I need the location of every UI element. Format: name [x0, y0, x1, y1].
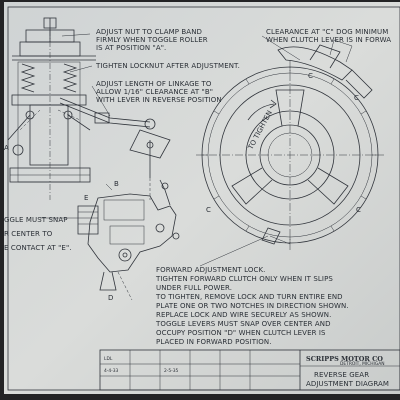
drawing-title-line-1: REVERSE GEAR — [314, 371, 369, 379]
note-tighten-locknut: TIGHTEN LOCKNUT AFTER ADJUSTMENT. — [95, 62, 240, 70]
title-block: LDL 4-4-33 2-5-35 SCRIPPS MOTOR CO DETRO… — [99, 349, 400, 391]
label-d: D — [108, 294, 113, 302]
lever-casting-drawing — [77, 179, 180, 301]
tighten-direction-arrow — [247, 103, 275, 121]
title-cell-drawn: LDL — [104, 356, 113, 362]
label-c-lower: C — [356, 206, 361, 214]
note-adjust-nut: ADJUST NUT TO CLAMP BAND FIRMLY WHEN TOG… — [96, 28, 210, 52]
leader-lines — [40, 33, 301, 267]
label-c-right: C — [354, 94, 359, 102]
title-cell-date-1: 4-4-33 — [104, 368, 119, 374]
label-c-left: C — [206, 206, 211, 214]
drawing-title-line-2: ADJUSTMENT DIAGRAM — [306, 380, 389, 388]
title-cell-date-2: 2-5-35 — [164, 368, 179, 374]
paper-background — [4, 2, 400, 394]
note-clearance-c: CLEARANCE AT "C" DOG MINIMUM WHEN CLUTCH… — [266, 28, 391, 44]
label-b: B — [114, 180, 119, 188]
note-forward-adjustment: FORWARD ADJUSTMENT LOCK. TIGHTEN FORWARD… — [155, 266, 351, 346]
clutch-end-plate-drawing — [196, 39, 384, 250]
note-adjust-linkage: ADJUST LENGTH OF LINKAGE TO ALLOW 1/16" … — [96, 80, 222, 104]
label-c-top: C — [308, 72, 313, 80]
label-a: A — [4, 144, 9, 152]
label-e: E — [84, 194, 88, 202]
company-location: DETROIT, MICHIGAN — [340, 361, 385, 367]
company-name: SCRIPPS MOTOR CO — [306, 355, 383, 363]
toggle-mechanism-drawing — [7, 17, 171, 200]
note-toggle-snap: GGLE MUST SNAP R CENTER TO E CONTACT AT … — [4, 216, 72, 252]
